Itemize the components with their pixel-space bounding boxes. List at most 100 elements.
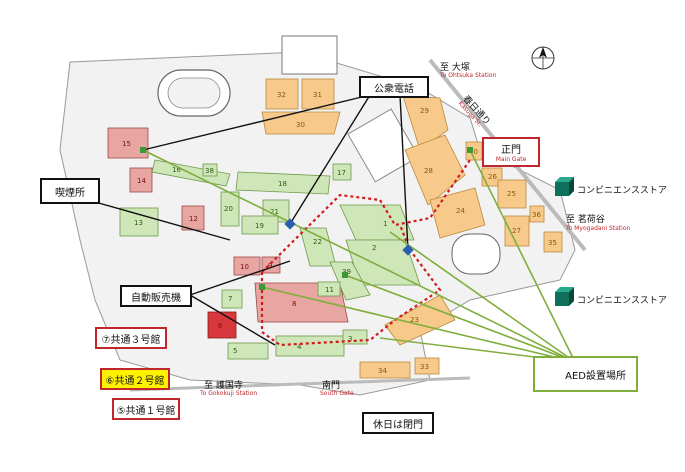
svg-text:7: 7 — [228, 295, 232, 303]
svg-text:5: 5 — [233, 347, 237, 355]
building-38 — [202, 163, 218, 177]
svg-text:26: 26 — [488, 173, 497, 181]
main-gate-en: Main Gate — [495, 156, 527, 163]
callout-smoking: 喫煙所 — [40, 178, 100, 204]
label-myogadani-en: To Myogadani Station — [566, 225, 631, 232]
svg-text:4: 4 — [297, 343, 302, 351]
label-south-gate-en: South Gate — [320, 390, 354, 397]
svg-text:33: 33 — [420, 363, 429, 371]
callout-phone: 公衆電話 — [359, 76, 429, 98]
svg-text:3: 3 — [348, 335, 352, 343]
building-19 — [241, 215, 279, 235]
building-13 — [119, 207, 159, 237]
label-otsuka: 至 大塚 — [440, 63, 470, 73]
building-24 — [429, 187, 486, 239]
building-39 — [329, 261, 371, 301]
svg-text:36: 36 — [532, 211, 541, 219]
building-34 — [359, 361, 411, 379]
svg-text:22: 22 — [313, 238, 322, 246]
svg-text:16: 16 — [172, 166, 181, 174]
svg-text:11: 11 — [325, 286, 334, 294]
building-32 — [265, 78, 299, 110]
callout-bldg6: ⑥共通２号館 — [100, 368, 170, 390]
svg-text:1: 1 — [383, 220, 387, 228]
label-gokokuji: 至 護国寺 — [204, 381, 243, 391]
compass-icon — [531, 46, 555, 70]
svg-text:19: 19 — [255, 222, 264, 230]
svg-text:35: 35 — [548, 239, 557, 247]
building-14 — [129, 167, 153, 193]
building-35 — [543, 231, 563, 253]
main-gate-label: 正門 — [501, 145, 521, 156]
callout-vending: 自動販売機 — [120, 285, 192, 307]
aed-marker-4 — [342, 272, 348, 278]
svg-text:10: 10 — [240, 263, 249, 271]
svg-text:17: 17 — [337, 169, 346, 177]
leader-lines — [94, 94, 409, 346]
aed-label: AED設置場所 — [565, 370, 626, 382]
building-5 — [227, 342, 269, 360]
svg-text:14: 14 — [137, 177, 146, 185]
track-field-east — [451, 233, 501, 275]
label-gokokuji-en: To Gokokuji Station — [200, 390, 258, 397]
svg-text:38: 38 — [205, 167, 214, 175]
building-36 — [529, 205, 545, 223]
svg-text:15: 15 — [122, 140, 131, 148]
callout-bldg7: ⑦共通３号館 — [95, 327, 167, 349]
callout-holiday: 休日は閉門 — [362, 412, 434, 434]
building-33 — [414, 357, 440, 375]
svg-text:20: 20 — [224, 205, 233, 213]
building-31 — [301, 78, 335, 110]
building-18 — [235, 171, 331, 195]
building-28 — [404, 134, 466, 206]
label-conv1: コンビニエンスストア — [577, 186, 667, 196]
orange-buildings — [261, 78, 563, 379]
svg-text:31: 31 — [313, 91, 322, 99]
svg-text:28: 28 — [424, 167, 433, 175]
building-7 — [221, 289, 243, 309]
label-conv2: コンビニエンスストア — [577, 296, 667, 306]
svg-text:24: 24 — [456, 207, 465, 215]
building-27 — [504, 215, 530, 247]
aed-badge-text: AED — [543, 367, 557, 374]
callout-aed: AED設置場所 — [533, 356, 638, 392]
svg-text:13: 13 — [134, 219, 143, 227]
svg-text:21: 21 — [270, 208, 279, 216]
callout-main-gate: 正門 Main Gate — [482, 137, 540, 167]
courts-center — [347, 108, 420, 183]
building-26 — [481, 167, 503, 187]
building-4 — [275, 335, 345, 357]
label-otsuka-en: To Ohtsuka Station — [440, 72, 497, 79]
callout-bldg5: ⑤共通１号館 — [112, 398, 180, 420]
label-myogadani: 至 茗荷谷 — [566, 215, 605, 225]
conv-store-icon-2 — [555, 287, 574, 306]
building-23 — [384, 294, 456, 346]
aed-marker-1 — [140, 147, 146, 153]
green-buildings — [119, 159, 421, 360]
route-dotted — [260, 159, 471, 347]
aed-lines — [142, 149, 576, 363]
svg-text:23: 23 — [410, 316, 419, 324]
svg-text:40: 40 — [469, 148, 478, 156]
building-6 — [207, 311, 237, 339]
svg-text:34: 34 — [378, 367, 387, 375]
svg-text:2: 2 — [372, 244, 376, 252]
aed-marker-2 — [259, 284, 265, 290]
svg-text:32: 32 — [277, 91, 286, 99]
svg-text:8: 8 — [292, 300, 296, 308]
conv-store-icon-1 — [555, 177, 574, 196]
svg-text:9: 9 — [268, 262, 272, 270]
svg-text:18: 18 — [278, 180, 287, 188]
label-south-gate: 南門 — [322, 381, 341, 391]
svg-text:30: 30 — [296, 121, 305, 129]
road-south — [129, 376, 471, 392]
track-field-inner — [167, 77, 221, 109]
aed-marker-3 — [467, 147, 473, 153]
phone-marker-1 — [284, 218, 296, 230]
building-30 — [261, 111, 341, 135]
svg-text:27: 27 — [512, 227, 521, 235]
svg-text:25: 25 — [507, 190, 516, 198]
tennis-courts — [281, 35, 338, 75]
